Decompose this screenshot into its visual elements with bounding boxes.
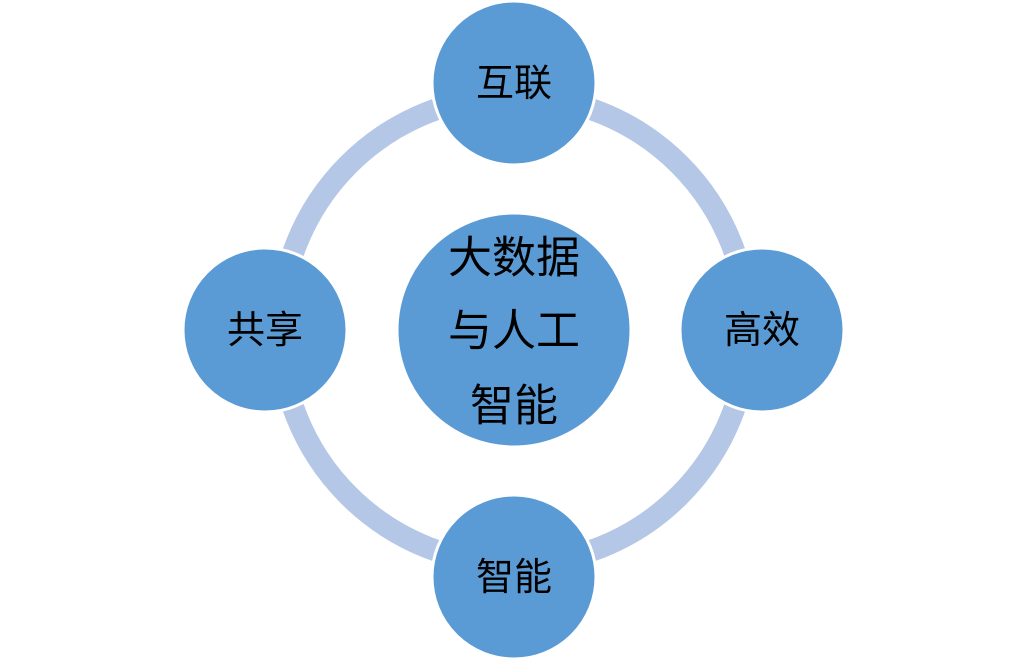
left-node-circle <box>181 246 349 414</box>
bottom-node-circle <box>430 493 598 661</box>
right-node-label: 高效 <box>724 308 800 352</box>
center-label-line-3: 智能 <box>470 381 558 432</box>
center-node-circle <box>395 211 633 449</box>
bottom-node-label: 智能 <box>476 555 552 599</box>
right-node: 高效 <box>678 246 846 414</box>
top-node: 互联 <box>430 0 598 167</box>
top-node-label: 互联 <box>476 61 552 105</box>
center-label-line-1: 大数据 <box>448 233 580 284</box>
left-node: 共享 <box>181 246 349 414</box>
right-node-circle <box>678 246 846 414</box>
center-label-line-2: 与人工 <box>448 306 580 357</box>
bottom-node: 智能 <box>430 493 598 661</box>
top-node-circle <box>430 0 598 167</box>
left-node-label: 共享 <box>227 308 303 352</box>
center-node: 大数据 与人工 智能 <box>395 211 633 449</box>
